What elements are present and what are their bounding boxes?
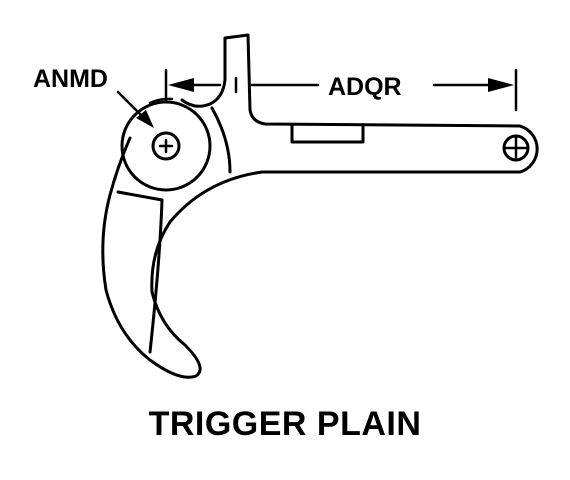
trigger-arm-outline xyxy=(101,33,539,379)
end-hole-cross xyxy=(502,134,530,162)
pivot-hint-arc xyxy=(148,97,174,105)
pivot-callout-label: ANMD xyxy=(33,65,108,93)
pivot-pin-cross xyxy=(158,138,174,154)
lever-inner-edge xyxy=(210,106,232,174)
blade-side-edge xyxy=(148,198,164,354)
length-callout-label: ADQR xyxy=(328,73,402,101)
pivot-pin xyxy=(151,131,181,161)
blade-top-edge xyxy=(116,190,164,202)
arm-pad xyxy=(290,124,365,144)
dimension-arrow-left xyxy=(168,78,194,92)
callout-leader-arrow xyxy=(136,110,154,128)
arm-notch xyxy=(180,36,227,108)
dimension-arrow-right xyxy=(488,78,514,92)
pivot-boss xyxy=(120,100,212,192)
callout-leader xyxy=(116,90,146,120)
diagram-caption: TRIGGER PLAIN xyxy=(148,405,422,443)
